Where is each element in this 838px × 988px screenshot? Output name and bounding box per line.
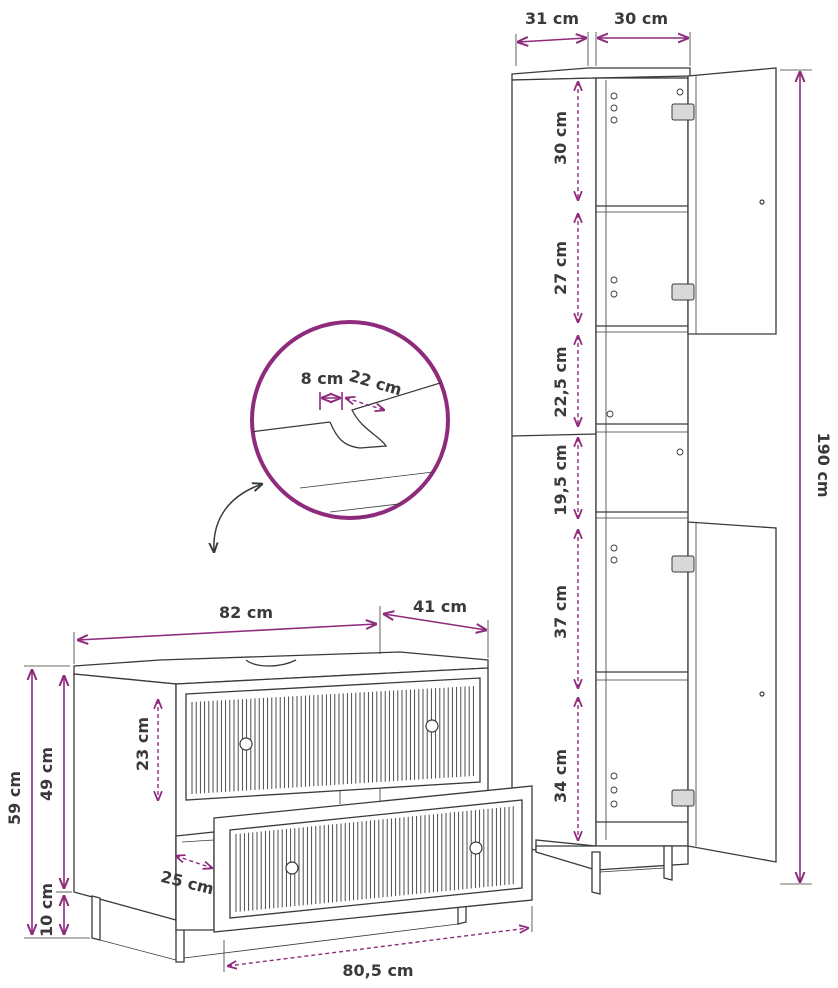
knob-icon bbox=[239, 737, 253, 751]
vanity-total-height-label: 59 cm bbox=[5, 771, 24, 825]
drawer-front-height-label: 23 cm bbox=[133, 717, 152, 771]
knob-icon bbox=[425, 719, 439, 733]
cutout-width-label: 8 cm bbox=[301, 369, 344, 388]
compartment-label: 37 cm bbox=[551, 585, 570, 639]
tall-cabinet-depth-label: 31 cm bbox=[525, 9, 579, 28]
lower-door bbox=[687, 521, 777, 863]
compartment-label: 22,5 cm bbox=[551, 346, 570, 417]
tall-cabinet-dimensions bbox=[515, 32, 812, 885]
vanity-dimensions bbox=[24, 606, 533, 972]
knob-icon bbox=[285, 861, 299, 875]
drawer-width-label: 80,5 cm bbox=[342, 961, 413, 980]
upper-door bbox=[687, 67, 777, 335]
vanity-leg-height-label: 10 cm bbox=[37, 883, 56, 937]
vanity-depth-label: 41 cm bbox=[413, 597, 467, 616]
detail-pointer-arrow bbox=[214, 484, 262, 552]
knob-icon bbox=[469, 841, 483, 855]
tall-cabinet-width-label: 30 cm bbox=[614, 9, 668, 28]
drawer-grooves bbox=[235, 806, 514, 912]
compartment-label: 19,5 cm bbox=[551, 444, 570, 515]
vanity-width-label: 82 cm bbox=[219, 603, 273, 622]
hinge-icon bbox=[671, 103, 695, 807]
compartment-label: 30 cm bbox=[551, 111, 570, 165]
vanity-body-height-label: 49 cm bbox=[37, 747, 56, 801]
compartment-label: 34 cm bbox=[551, 749, 570, 803]
compartment-label: 27 cm bbox=[551, 241, 570, 295]
vanity-cabinet bbox=[73, 651, 533, 963]
tall-cabinet-height-label: 190 cm bbox=[814, 432, 833, 497]
sink-cutout-detail bbox=[250, 320, 450, 520]
